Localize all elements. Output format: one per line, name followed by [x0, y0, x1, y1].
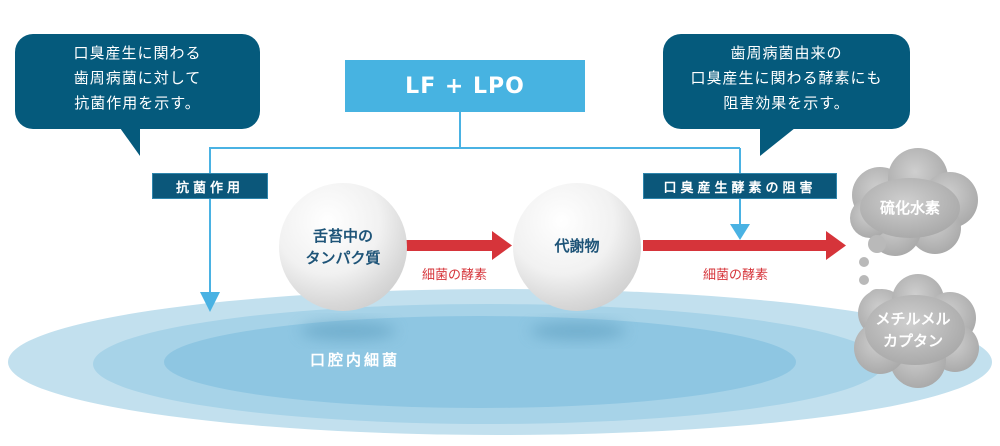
enzyme-label-2: 細菌の酵素 [703, 268, 769, 283]
antibacterial-tag: 抗菌作用 [152, 173, 268, 199]
oral-ellipse-inner [164, 316, 796, 408]
right-callout-line: 歯周病菌由来の [730, 44, 843, 62]
right-bubble-tail [760, 128, 795, 156]
thought-dot [859, 257, 869, 267]
hydrogen-sulfide-label: 硫化水素 [855, 197, 965, 219]
lf-lpo-box: LF + LPO [345, 60, 585, 112]
right-callout-line: 口臭産生に関わる酵素にも [690, 69, 883, 87]
sphere-shadow [300, 322, 396, 340]
protein-label-line: タンパク質 [305, 249, 381, 267]
metabolite-sphere-label: 代謝物 [517, 235, 637, 257]
left-callout-bubble: 口臭産生に関わる 歯周病菌に対して 抗菌作用を示す。 [15, 34, 260, 129]
metabolite-label-line: 代謝物 [554, 237, 600, 255]
protein-sphere-label: 舌苔中の タンパク質 [283, 225, 403, 269]
left-callout-line: 口臭産生に関わる [73, 44, 202, 62]
protein-label-line: 舌苔中の [312, 227, 373, 245]
lf-lpo-label: LF + LPO [405, 73, 525, 99]
sphere-protein [279, 183, 407, 311]
left-callout-line: 抗菌作用を示す。 [74, 94, 201, 112]
red-arrow-1-shaft [404, 240, 494, 251]
right-callout-bubble: 歯周病菌由来の 口臭産生に関わる酵素にも 阻害効果を示す。 [663, 34, 910, 129]
enzyme-inhibition-tag-label: 口臭産生酵素の阻害 [663, 180, 817, 196]
arrowhead-left-down [200, 292, 220, 312]
right-callout-line: 阻害効果を示す。 [723, 94, 850, 112]
cloud-methyl-mercaptan [854, 274, 979, 388]
sphere-metabolite [513, 183, 641, 311]
sphere-shadow [530, 322, 626, 340]
oral-bacteria-label: 口腔内細菌 [310, 351, 401, 369]
thought-dot [868, 235, 886, 253]
red-arrow-2-shaft [643, 240, 828, 251]
red-arrow-1-head [492, 231, 512, 260]
left-callout-line: 歯周病菌に対して [73, 69, 202, 87]
left-bubble-tail [120, 128, 140, 156]
hydrogen-sulfide-line: 硫化水素 [879, 199, 940, 217]
red-arrow-2-head [826, 231, 846, 260]
methyl-mercaptan-label: メチルメル カプタン [858, 308, 968, 352]
thought-dot [859, 275, 869, 285]
arrowhead-right-down [730, 224, 750, 240]
antibacterial-tag-label: 抗菌作用 [175, 180, 244, 196]
cloud-hydrogen-sulfide [850, 148, 978, 256]
methyl-mercaptan-line: メチルメル [875, 310, 951, 328]
enzyme-label-1: 細菌の酵素 [422, 268, 488, 283]
methyl-mercaptan-line: カプタン [882, 332, 943, 350]
enzyme-inhibition-tag: 口臭産生酵素の阻害 [643, 173, 837, 199]
